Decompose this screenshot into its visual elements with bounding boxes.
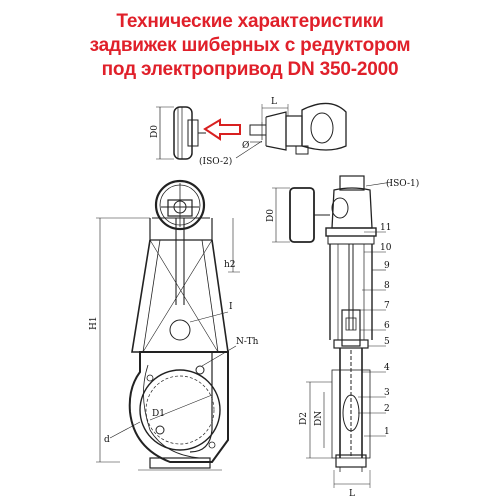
part-10: 10 bbox=[380, 243, 392, 253]
n-th-label: N-Th bbox=[236, 337, 259, 347]
phi-label: Ø bbox=[242, 140, 249, 151]
d0-side-label: D0 bbox=[266, 209, 276, 222]
side-view: D0 (ISO-1) D2 DN bbox=[266, 175, 419, 499]
yoke bbox=[149, 218, 213, 241]
page-title: Технические характеристики задвижек шибе… bbox=[0, 10, 500, 82]
d1-label: D1 bbox=[152, 409, 165, 419]
d-label: d bbox=[104, 435, 110, 445]
top-detail: D0 L Ø (ISO-2) bbox=[150, 97, 347, 167]
side-handwheel bbox=[289, 187, 315, 243]
part-4: 4 bbox=[384, 363, 390, 373]
part-6: 6 bbox=[384, 321, 390, 331]
part-7: 7 bbox=[384, 301, 390, 311]
i-label: I bbox=[229, 302, 233, 312]
handwheel bbox=[154, 179, 206, 231]
part-2: 2 bbox=[384, 404, 390, 414]
iso2-label: (ISO-2) bbox=[199, 156, 232, 167]
l-top-label: L bbox=[271, 97, 277, 107]
title-line-1: Технические характеристики bbox=[116, 11, 384, 32]
front-view: I h2 H1 N-Th D1 d bbox=[89, 179, 259, 471]
dn-label: DN bbox=[314, 411, 324, 426]
l-bottom-label: L bbox=[349, 489, 355, 499]
d0-top-label: D0 bbox=[150, 125, 160, 138]
part-1: 1 bbox=[384, 427, 390, 437]
h2-label: h2 bbox=[224, 260, 236, 270]
iso1-label: (ISO-1) bbox=[386, 178, 419, 189]
part-5: 5 bbox=[384, 337, 390, 347]
part-11: 11 bbox=[380, 223, 391, 233]
handwheel-top-view bbox=[173, 106, 193, 160]
part-9: 9 bbox=[384, 261, 390, 271]
title-line-2: задвижек шиберных с редуктором bbox=[89, 35, 411, 56]
h1-label: H1 bbox=[89, 316, 99, 330]
d2-label: D2 bbox=[299, 412, 309, 425]
assembly-arrow bbox=[203, 118, 241, 141]
part-8: 8 bbox=[384, 281, 390, 291]
part-3: 3 bbox=[384, 388, 390, 398]
title-line-3: под электропривод DN 350-2000 bbox=[101, 59, 399, 80]
valve-body bbox=[128, 351, 229, 463]
